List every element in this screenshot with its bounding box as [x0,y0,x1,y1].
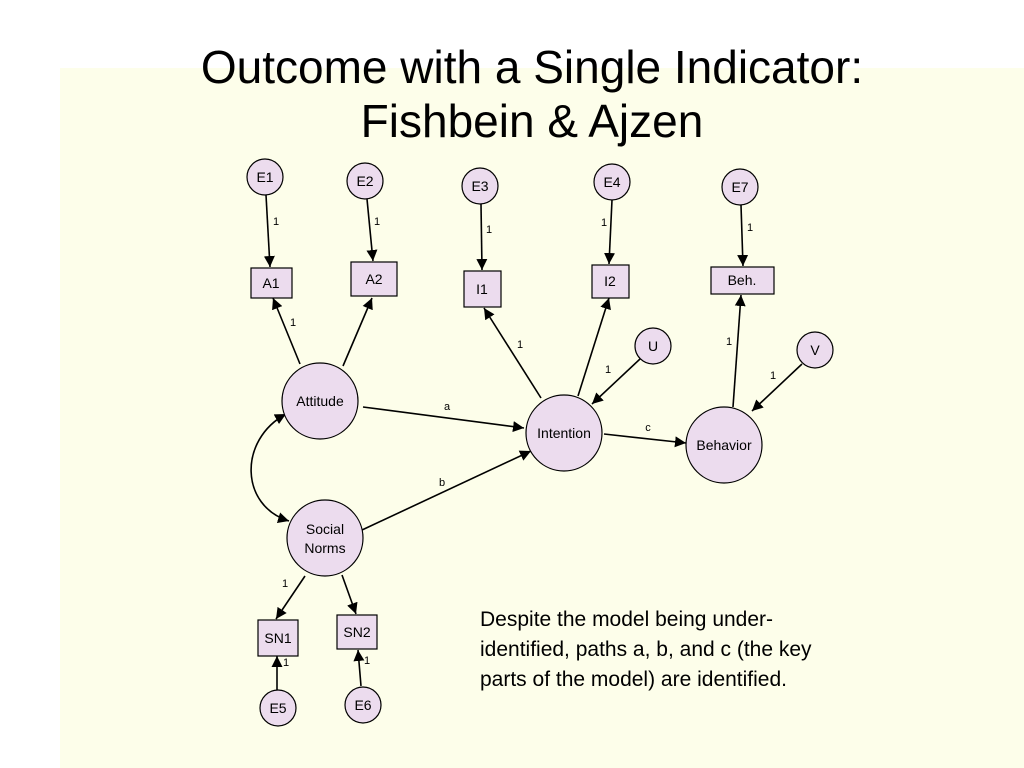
label-path-b: b [439,477,445,489]
arrow-intention-i1 [483,307,542,399]
social-norms-node [286,499,364,577]
i2-label: I2 [604,273,616,289]
arrow-e4-i2 [604,199,616,265]
path-b [361,450,532,531]
arrow-intention-i2 [577,297,611,397]
sn2-node [336,614,378,650]
e2-label: E2 [356,173,373,189]
e4-label: E4 [603,174,620,190]
a1-node [250,267,293,299]
i2-node [591,264,630,299]
arrow-v-behavior [751,363,803,412]
label-e2-a2: 1 [374,216,380,228]
label-v-behavior: 1 [770,370,776,382]
label-e5-sn1: 1 [283,657,289,669]
beh-node [710,266,775,295]
label-e1-a1: 1 [273,216,279,228]
title-line-2: Fishbein & Ajzen [360,95,704,147]
e4-node [593,163,631,201]
e5-node [259,689,297,727]
arrow-e3-i1 [476,203,488,271]
behavior-node [685,406,763,484]
arrow-social-norms-sn2 [341,574,358,615]
social-norms-label-line-2: Norms [304,540,345,556]
sn2-label: SN2 [343,624,370,640]
attitude-node [281,362,359,440]
e1-node [246,158,284,196]
label-u-intention: 1 [605,364,611,376]
arrow-e6-sn2 [353,649,365,687]
behavior-label: Behavior [696,437,752,453]
covariance-attitude-social-norms [250,413,290,524]
label-e4-i2: 1 [601,217,607,229]
label-e6-sn2: 1 [364,655,370,667]
e3-label: E3 [471,178,488,194]
i1-label: I1 [476,281,488,297]
label-social-norms-sn1: 1 [282,578,288,590]
slide-title: Outcome with a Single Indicator: Fishbei… [60,40,1004,148]
label-path-a: a [444,401,451,413]
arrow-e1-a1 [263,194,275,268]
caption-line-2: identified, paths a, b, and c (the key [480,638,812,661]
beh-label: Beh. [728,272,757,288]
v-node [796,331,834,369]
label-attitude-a1: 1 [290,317,296,329]
a2-node [350,261,398,297]
label-behavior-beh: 1 [726,336,732,348]
intention-node [525,394,603,472]
sn1-label: SN1 [264,630,291,646]
path-c [603,433,687,448]
e5-label: E5 [269,700,286,716]
e3-node [461,167,499,205]
label-path-c: c [645,422,651,434]
caption-text: Despite the model being under- identifie… [480,605,900,695]
attitude-label: Attitude [296,393,344,409]
path-a [362,406,525,433]
e6-node [344,686,382,724]
arrow-social-norms-sn1 [275,575,306,620]
i1-node [463,270,502,308]
intention-label: Intention [537,425,591,441]
e1-label: E1 [256,169,273,185]
label-e7-beh: 1 [747,222,753,234]
v-label: V [810,342,820,358]
social-norms-label-line-1: Social [306,521,344,537]
e7-label: E7 [731,179,748,195]
arrow-u-intention [591,358,641,405]
u-label: U [648,338,658,354]
a1-label: A1 [262,275,279,291]
arrow-behavior-beh [732,294,746,408]
u-node [634,327,672,365]
arrow-e2-a2 [366,198,378,262]
e2-node [346,162,384,200]
arrow-attitude-a1 [272,297,301,365]
arrow-attitude-a2 [342,297,373,367]
label-intention-i1: 1 [517,339,523,351]
e6-label: E6 [354,697,371,713]
a2-label: A2 [365,271,382,287]
label-e3-i1: 1 [486,224,492,236]
arrow-e7-beh [737,204,749,267]
caption-line-3: parts of the model) are identified. [480,668,788,691]
sn1-node [257,619,299,657]
title-line-1: Outcome with a Single Indicator: [200,41,864,93]
caption-line-1: Despite the model being under- [480,608,774,631]
e7-node [721,168,759,206]
